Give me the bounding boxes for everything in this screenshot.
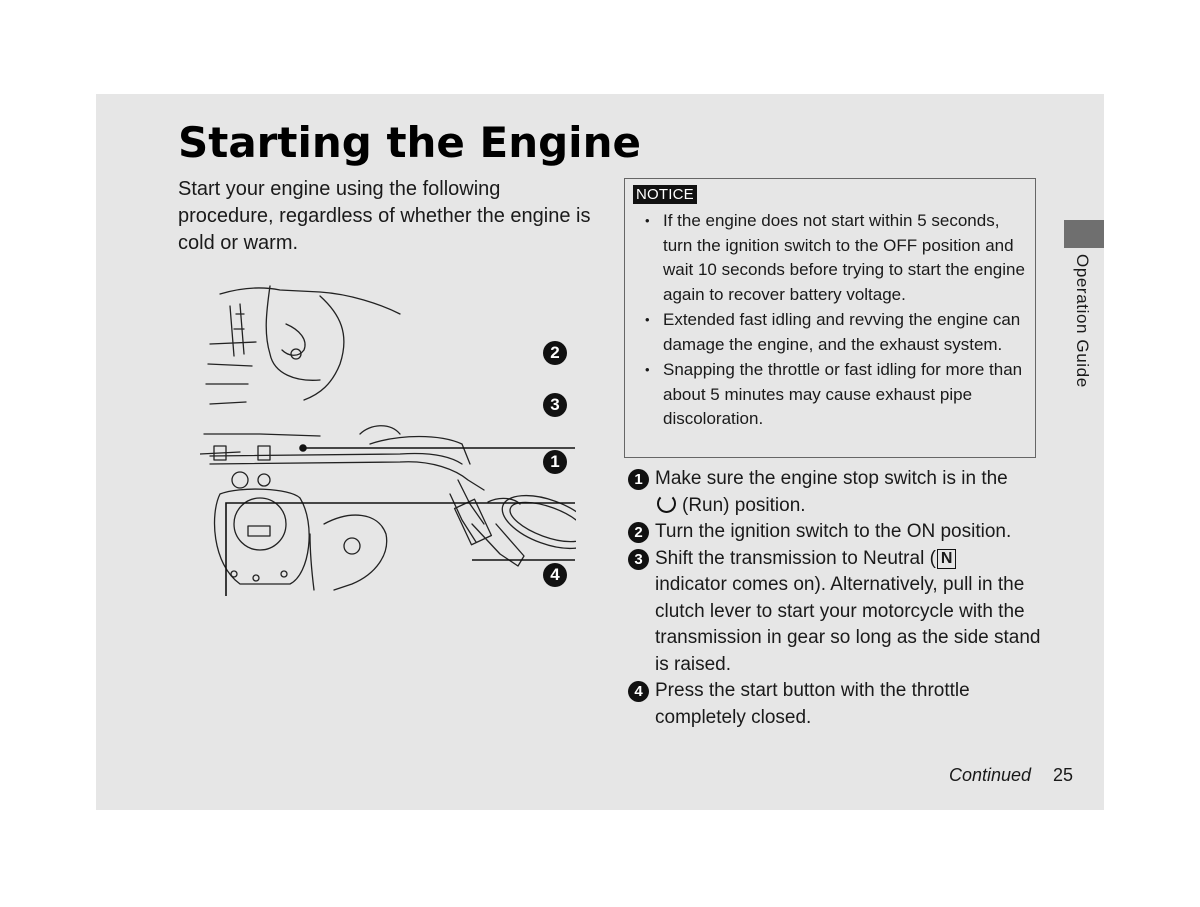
step-text: Make sure the engine stop switch is in t… — [655, 468, 1008, 489]
step-text: indicator comes on). Alternatively, pull… — [655, 574, 1041, 675]
step-item: 2 Turn the ignition switch to the ON pos… — [628, 519, 1048, 546]
section-label: Operation Guide — [1073, 254, 1092, 388]
section-tab-marker — [1064, 220, 1104, 248]
notice-item: Snapping the throttle or fast idling for… — [635, 358, 1031, 432]
page-title: Starting the Engine — [178, 118, 641, 167]
notice-item: If the engine does not start within 5 se… — [635, 209, 1031, 307]
callout-1: 1 — [543, 450, 567, 474]
run-position-icon — [657, 493, 676, 513]
page-number: 25 — [1053, 765, 1074, 785]
step-text: Turn the ignition switch to the ON posit… — [655, 521, 1012, 542]
step-item: 1 Make sure the engine stop switch is in… — [628, 466, 1048, 519]
notice-list: If the engine does not start within 5 se… — [635, 209, 1031, 433]
manual-page: Starting the Engine Start your engine us… — [96, 94, 1104, 810]
step-number: 2 — [628, 522, 649, 543]
step-item: 3 Shift the transmission to Neutral (N i… — [628, 546, 1048, 679]
notice-item: Extended fast idling and revving the eng… — [635, 308, 1031, 357]
handlebar-illustration — [200, 285, 576, 596]
callout-2: 2 — [543, 341, 567, 365]
step-number: 4 — [628, 681, 649, 702]
callout-4: 4 — [543, 563, 567, 587]
step-number: 3 — [628, 548, 649, 570]
neutral-indicator-badge: N — [936, 548, 957, 569]
callout-3: 3 — [543, 393, 567, 417]
step-number: 1 — [628, 469, 649, 490]
notice-tag: NOTICE — [633, 185, 697, 204]
notice-box: NOTICE If the engine does not start with… — [624, 178, 1036, 458]
step-text: (Run) position. — [682, 494, 806, 516]
step-item: 4 Press the start button with the thrott… — [628, 678, 1048, 731]
intro-paragraph: Start your engine using the following pr… — [178, 178, 591, 254]
step-text: Shift the transmission to Neutral ( — [655, 547, 936, 569]
continued-label: Continued — [949, 765, 1032, 785]
step-text: Press the start button with the throttle… — [655, 680, 970, 728]
step-list: 1 Make sure the engine stop switch is in… — [628, 466, 1048, 731]
